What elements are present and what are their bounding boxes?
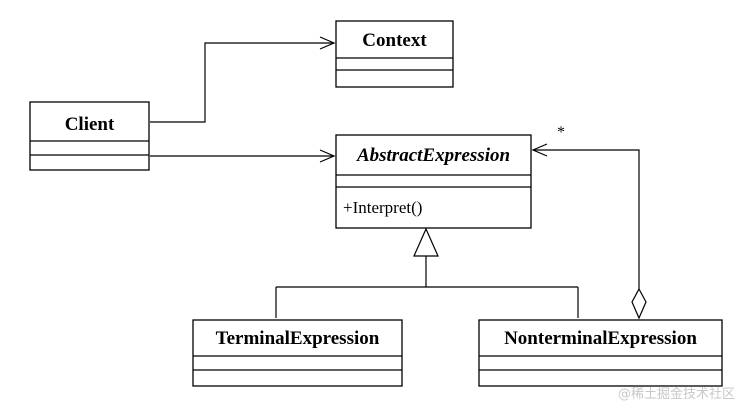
class-context[interactable]: Context — [335, 20, 454, 88]
class-name: Client — [65, 114, 115, 135]
class-name: AbstractExpression — [356, 145, 510, 166]
association-arrowhead — [319, 149, 336, 163]
watermark-text: @稀土掘金技术社区 — [618, 386, 735, 402]
class-name: NonterminalExpression — [504, 328, 697, 349]
association-arrowhead — [319, 36, 336, 50]
class-terminal-expression[interactable]: TerminalExpression — [192, 319, 403, 387]
class-name: Context — [362, 30, 427, 51]
class-name: TerminalExpression — [216, 328, 380, 349]
class-nonterminal-expression[interactable]: NonterminalExpression — [478, 319, 723, 387]
operation-interpret: +Interpret() — [343, 198, 422, 217]
aggregation-relation: * — [531, 124, 647, 320]
client-context-association — [150, 36, 336, 123]
class-abstract-expression[interactable]: AbstractExpression +Interpret() — [335, 134, 532, 229]
class-client[interactable]: Client — [29, 101, 150, 171]
generalization-tree — [275, 227, 579, 318]
aggregation-diamond — [631, 287, 647, 320]
multiplicity-label: * — [557, 124, 565, 141]
aggregation-arrowhead — [531, 143, 548, 157]
client-abstract-association — [150, 149, 336, 163]
generalization-triangle — [413, 227, 439, 257]
